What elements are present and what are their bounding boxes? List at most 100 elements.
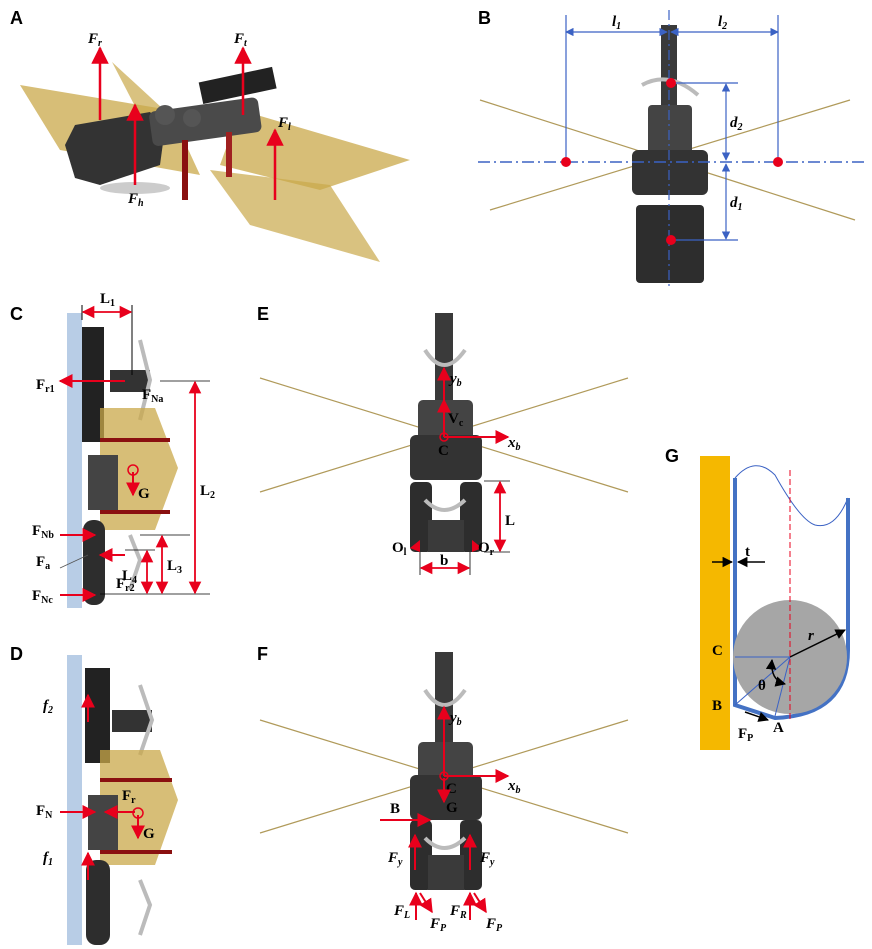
leg-a1 (182, 140, 188, 200)
label-ol: Ol (392, 540, 407, 558)
point-bottom-b (666, 235, 676, 245)
label-L-e: L (505, 513, 515, 529)
panel-e: E yb Vc xb C L b Ol (257, 304, 629, 575)
gear-block-b (632, 150, 708, 195)
panel-a-letter: A (10, 8, 23, 28)
track-right-e (460, 482, 482, 552)
label-or: Or (478, 540, 495, 558)
label-fnb: FNb (32, 523, 54, 541)
rear-motor-a (198, 66, 277, 105)
robot-topview-b (632, 25, 708, 283)
label-fr1: Fr1 (36, 377, 55, 395)
robot-side-c (82, 327, 178, 605)
label-t-g: t (745, 544, 750, 560)
label-L1: L1 (100, 291, 115, 309)
panel-d: D f2 FN Fr G f1 (10, 644, 178, 945)
label-g-f: G (446, 800, 458, 816)
label-g-c: G (138, 486, 150, 502)
label-fr2: Fr2 (116, 576, 135, 594)
track-c (83, 520, 105, 605)
wall-d (67, 655, 82, 945)
gear-a2 (183, 109, 201, 127)
label-b-e: b (440, 553, 448, 569)
prop-a (100, 182, 170, 194)
prop-bottom-c (128, 534, 143, 591)
label-c-g: C (712, 643, 723, 659)
panel-c-letter: C (10, 304, 23, 324)
robot-body-a (65, 66, 277, 200)
panel-e-letter: E (257, 304, 269, 324)
rear-motor-c (82, 327, 104, 442)
label-a-g: A (773, 720, 784, 736)
gear-a1 (155, 105, 175, 125)
label-f1: f1 (43, 850, 53, 868)
prop-top-e (423, 348, 467, 367)
robot-topview-e (410, 313, 482, 552)
belt-top-g (734, 465, 849, 527)
label-fr-d: Fr (122, 788, 136, 806)
marker-or (472, 540, 482, 552)
label-fp-g: FP (738, 726, 753, 744)
panel-f: F yb xb C G B Fy Fy FL FP (257, 644, 629, 934)
point-left-b (561, 157, 571, 167)
prop-bottom-e (423, 498, 467, 512)
label-fn: FN (36, 803, 53, 821)
label-l1: l1 (612, 14, 621, 32)
label-fl-f: FL (393, 903, 410, 921)
force-fp-left-arrow (419, 892, 433, 914)
wall-g (700, 456, 730, 750)
robot-topview-f (410, 652, 482, 890)
label-fna: FNa (142, 387, 163, 405)
label-d2: d2 (730, 115, 743, 133)
label-fr: Fr (87, 31, 102, 49)
force-fp-g-arrow (744, 711, 769, 722)
rear-motor-d (85, 668, 110, 763)
label-fy-right: Fy (479, 850, 495, 868)
label-l2: l2 (718, 14, 727, 32)
label-L2: L2 (200, 483, 215, 501)
label-xb-e: xb (507, 435, 521, 453)
wing-rear-lower (210, 170, 380, 262)
label-fnc: FNc (32, 588, 53, 606)
force-fp-right-arrow (473, 892, 487, 914)
rear-body-e (428, 520, 464, 552)
label-fp-left: FP (429, 916, 447, 934)
tail-f (435, 652, 453, 752)
label-theta-g: θ (758, 678, 766, 694)
prop-bottom-d (138, 879, 153, 936)
label-ft: Ft (233, 31, 248, 49)
label-L4: L4 (122, 568, 137, 586)
label-fp-right: FP (485, 916, 503, 934)
label-c-f: C (446, 781, 457, 797)
leader-fa (59, 554, 89, 569)
rod-d2 (100, 850, 172, 854)
label-b-g: B (712, 698, 722, 714)
track-module-a (65, 112, 165, 185)
track-outline-g (733, 478, 850, 721)
gear-block-e (410, 435, 482, 480)
panel-b-letter: B (478, 8, 491, 28)
panel-g-letter: G (665, 446, 679, 466)
radius-arrow-g (789, 629, 846, 658)
label-fa: Fa (36, 554, 50, 572)
point-top-b (666, 78, 676, 88)
label-L3: L3 (167, 558, 182, 576)
rod-c1 (100, 438, 170, 442)
point-right-b (773, 157, 783, 167)
label-fh: Fh (127, 191, 144, 209)
marker-ol (410, 540, 420, 552)
label-xb-f: xb (507, 778, 521, 796)
prop-top-c (138, 339, 153, 421)
label-c-e: C (438, 443, 449, 459)
theta-arc-g (765, 658, 787, 687)
panel-f-letter: F (257, 644, 268, 664)
frame-a (149, 97, 262, 146)
label-fr-f: FR (449, 903, 467, 921)
prop-top-d (138, 684, 155, 756)
panel-g: G r θ C B A FP t (665, 446, 850, 750)
center-frame-c (88, 455, 118, 510)
label-fl: Fl (277, 115, 291, 133)
panel-d-letter: D (10, 644, 23, 664)
